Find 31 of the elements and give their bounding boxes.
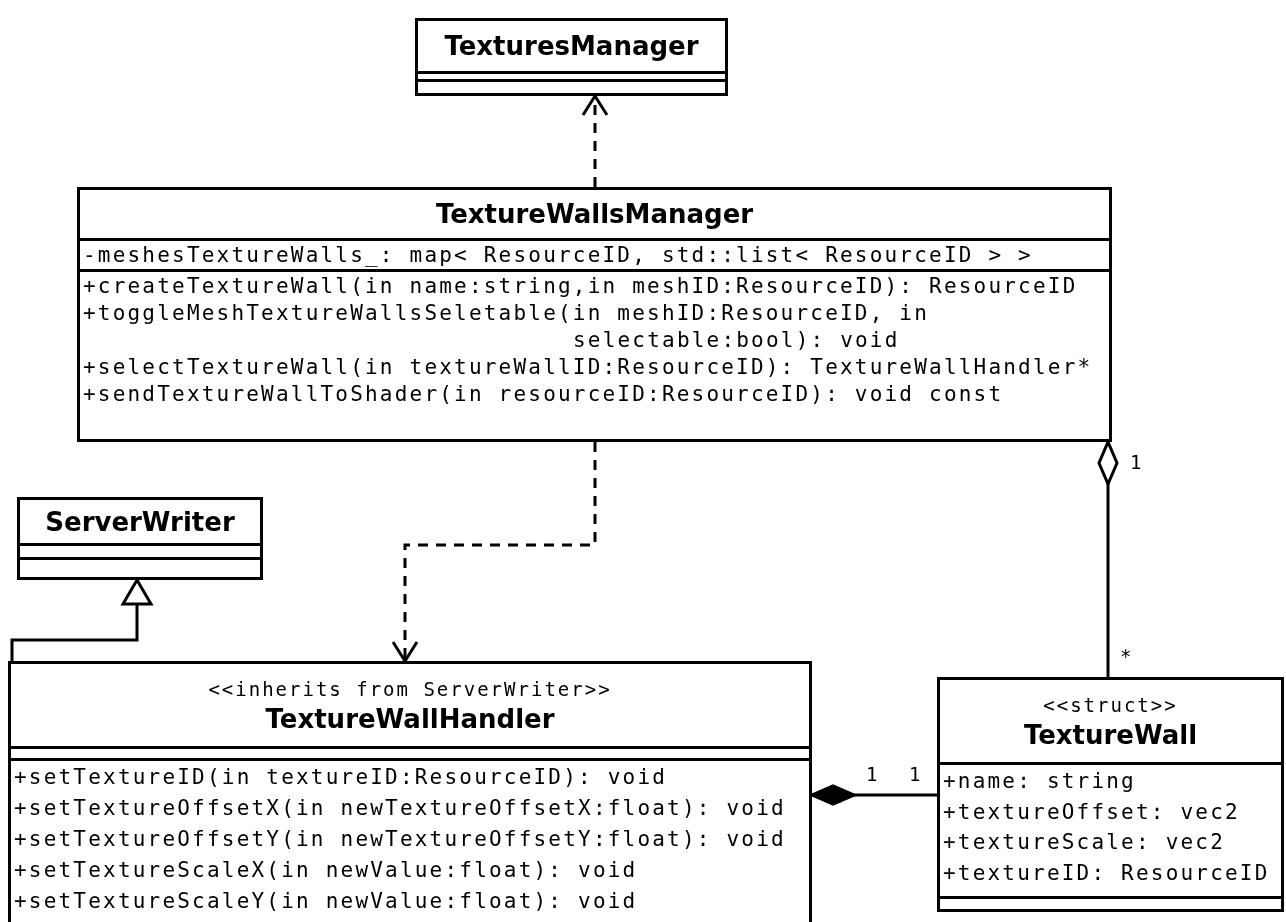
class-box xyxy=(77,187,1112,442)
member-text: -meshesTextureWalls_: map< ResourceID, std::list< ResourceID > > xyxy=(83,242,1033,269)
class-box xyxy=(17,497,263,580)
member-text: +createTextureWall(in name:string,in meshID:ResourceID): ResourceID xyxy=(83,273,1078,300)
class-name: TexturesManager xyxy=(444,30,699,62)
association-line xyxy=(810,784,937,806)
member-text: +textureOffset: vec2 xyxy=(943,798,1240,826)
class-name: ServerWriter xyxy=(45,505,235,538)
member-text: +setTextureID(in textureID:ResourceID): void xyxy=(14,764,668,791)
member-text: +setTextureScaleY(in newValue:float): void xyxy=(14,888,638,915)
dependency-arrow xyxy=(391,442,597,663)
class-box xyxy=(937,677,1284,912)
association-line xyxy=(1097,440,1119,677)
association-line xyxy=(10,578,153,661)
class-name: TextureWallsManager xyxy=(435,198,754,230)
member-text: +selectTextureWall(in textureWallID:ResourceID): TextureWallHandler* xyxy=(83,354,1093,381)
class-box xyxy=(8,661,812,922)
member-text: +name: string xyxy=(943,768,1136,795)
class-box xyxy=(415,18,728,96)
member-text: +textureID: ResourceID xyxy=(943,859,1270,887)
member-text: +sendTextureWallToShader(in resourceID:ResourceID): void const xyxy=(83,381,1004,408)
member-text: +toggleMeshTextureWallsSeletable(in meshID:ResourceID, in selectable:bool): void xyxy=(83,300,931,354)
dependency-arrow xyxy=(581,94,609,187)
member-text: +textureScale: vec2 xyxy=(943,829,1226,856)
stereotype-label: <<inherits from ServerWriter>> xyxy=(208,677,612,702)
class-name: TextureWall xyxy=(1023,719,1198,751)
member-text: +setTextureScaleX(in newValue:float): void xyxy=(14,857,638,884)
member-text: +setTextureOffsetY(in newTextureOffsetY:float): void xyxy=(14,826,786,853)
class-name: TextureWallHandler xyxy=(265,703,555,735)
stereotype-label: <<struct>> xyxy=(1043,693,1178,718)
member-text: +setTextureOffsetX(in newTextureOffsetX:float): void xyxy=(14,795,786,822)
